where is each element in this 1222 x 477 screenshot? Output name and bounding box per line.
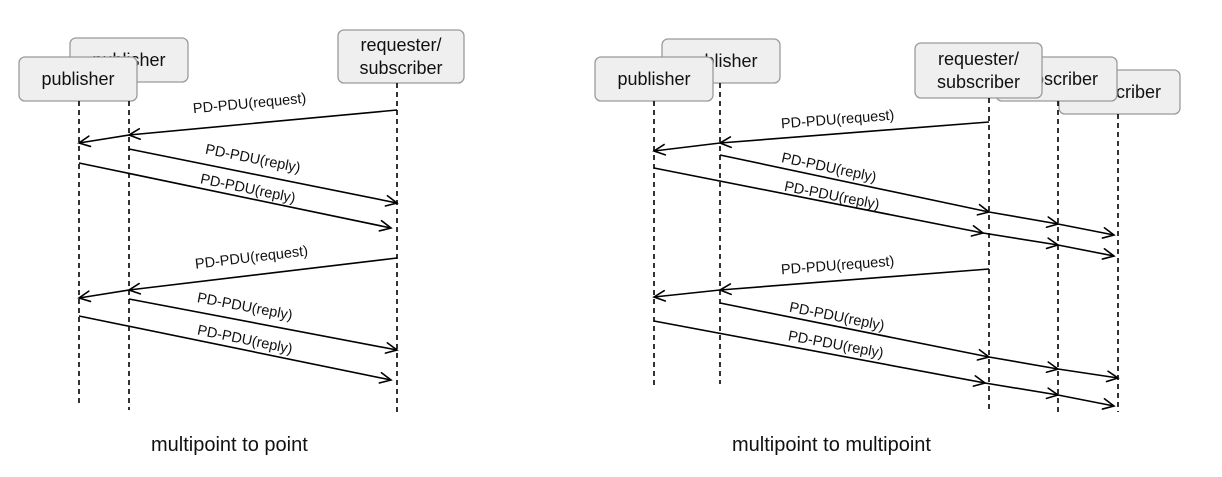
arrow-shaft — [984, 382, 1059, 396]
message: PD-PDU(reply) — [78, 162, 393, 232]
arrowhead-icon — [1105, 370, 1120, 383]
message: PD-PDU(request) — [652, 108, 990, 156]
message: PD-PDU(request) — [77, 243, 398, 303]
message-label: PD-PDU(request) — [780, 108, 895, 133]
message-arrow: PD-PDU(reply) — [653, 320, 1116, 410]
message-label: PD-PDU(reply) — [196, 290, 294, 324]
arrow-shaft — [982, 232, 1059, 246]
participant-publisher-back: publisher — [594, 56, 714, 102]
message: PD-PDU(reply) — [719, 150, 1116, 239]
arrowhead-icon — [652, 143, 667, 156]
message-label: PD-PDU(reply) — [199, 171, 297, 206]
arrow-shaft — [128, 298, 398, 351]
caption-multipoint-to-multipoint: multipoint to multipoint — [732, 434, 931, 456]
arrow-shaft — [719, 154, 990, 213]
message-arrow: PD-PDU(reply) — [78, 315, 393, 384]
message-label: PD-PDU(reply) — [204, 142, 302, 177]
arrow-shaft — [653, 289, 721, 298]
arrow-shaft — [78, 315, 392, 381]
message-label: PD-PDU(request) — [192, 91, 307, 117]
arrow-shaft — [653, 320, 986, 384]
message-arrow-continuation — [652, 289, 721, 302]
arrow-shaft — [78, 289, 130, 299]
diagram-multipoint-to-point: publisherpublisherrequester/subscriberPD… — [18, 29, 465, 412]
arrow-shaft — [1057, 394, 1115, 407]
arrowhead-icon — [384, 342, 399, 354]
participant-label: publisher — [617, 69, 690, 89]
participant-publisher-back: publisher — [18, 56, 138, 102]
arrow-shaft — [719, 268, 990, 291]
message: PD-PDU(reply) — [653, 167, 1116, 260]
message-arrow: PD-PDU(request) — [718, 108, 990, 149]
arrow-shaft — [653, 167, 984, 234]
caption-multipoint-to-point: multipoint to point — [151, 434, 308, 456]
message-arrow-continuation — [77, 134, 130, 148]
arrow-shaft — [653, 142, 721, 152]
participant-requester-subscriber: requester/subscriber — [337, 29, 465, 84]
message-arrow: PD-PDU(reply) — [78, 162, 393, 232]
message-label: PD-PDU(request) — [780, 254, 895, 279]
arrowhead-icon — [1101, 247, 1116, 260]
participant-label: subscriber — [359, 58, 442, 78]
message: PD-PDU(request) — [652, 254, 990, 302]
participant-label: requester/ — [938, 49, 1019, 69]
message-arrow-continuation — [652, 142, 721, 156]
arrowhead-icon — [378, 219, 393, 232]
participant-label: publisher — [41, 69, 114, 89]
participant-label: requester/ — [360, 35, 441, 55]
arrowhead-icon — [1101, 226, 1116, 239]
arrow-shaft — [988, 356, 1059, 370]
arrow-shaft — [988, 211, 1059, 225]
arrow-shaft — [719, 121, 990, 144]
arrowhead-icon — [384, 194, 399, 207]
message: PD-PDU(reply) — [78, 315, 393, 384]
arrow-shaft — [128, 257, 398, 291]
arrowhead-icon — [378, 371, 393, 384]
arrow-shaft — [128, 148, 398, 204]
message: PD-PDU(reply) — [653, 320, 1116, 410]
arrow-shaft — [128, 109, 398, 136]
arrowhead-icon — [652, 289, 667, 302]
message-arrow: PD-PDU(reply) — [719, 150, 1116, 239]
arrow-shaft — [78, 162, 392, 229]
arrow-shaft — [78, 134, 130, 144]
message-arrow: PD-PDU(request) — [718, 254, 990, 296]
arrow-shaft — [1057, 368, 1119, 379]
message-arrow: PD-PDU(request) — [127, 91, 398, 140]
arrow-shaft — [719, 302, 990, 358]
arrowhead-icon — [77, 135, 92, 148]
diagram-multipoint-to-multipoint: subscribersubscriberpublisherpublisherre… — [594, 38, 1181, 412]
message-label: PD-PDU(reply) — [788, 300, 886, 335]
arrow-shaft — [1057, 223, 1115, 236]
message-label: PD-PDU(request) — [194, 243, 309, 272]
arrowhead-icon — [77, 290, 92, 303]
message-arrow: PD-PDU(request) — [127, 243, 398, 295]
participant-label: subscriber — [937, 72, 1020, 92]
participant-requester-subscriber: requester/subscriber — [914, 42, 1043, 99]
arrowhead-icon — [1101, 397, 1116, 410]
message-arrow: PD-PDU(reply) — [653, 167, 1116, 260]
message-arrow-continuation — [77, 289, 130, 303]
arrow-shaft — [1057, 244, 1115, 257]
